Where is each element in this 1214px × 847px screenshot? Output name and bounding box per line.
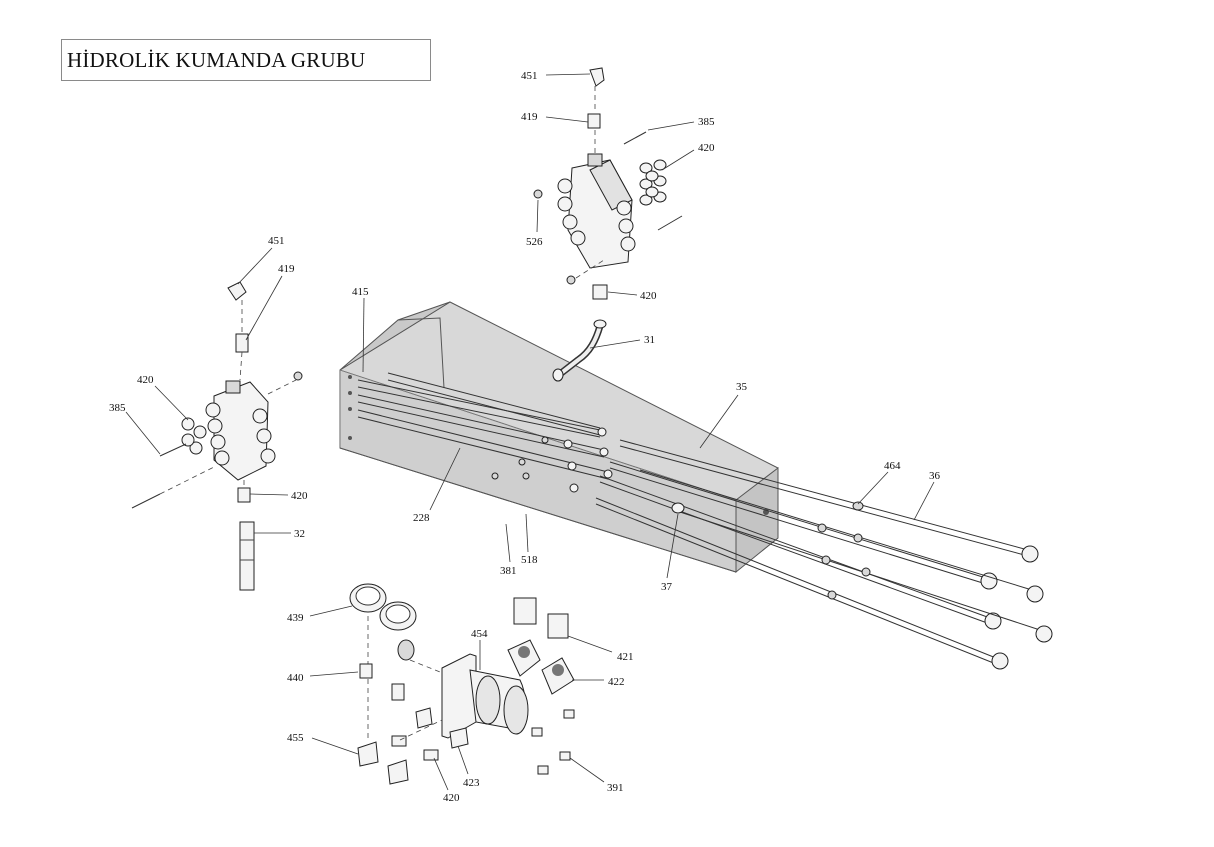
callout-420-leftlow: 420 [291,490,308,502]
callout-420-left: 420 [137,374,154,386]
callout-420-mid: 420 [640,290,657,302]
callout-31: 31 [644,334,655,346]
callout-526: 526 [526,236,543,248]
diagram-title: HİDROLİK KUMANDA GRUBU [67,48,366,72]
callout-35: 35 [736,381,748,393]
callout-464: 464 [884,460,901,472]
callout-385-top: 385 [698,116,715,128]
callout-440: 440 [287,672,304,684]
leader-lines [125,73,935,791]
callout-451-top: 451 [521,70,538,82]
callout-420-bottom: 420 [443,792,460,804]
title-box: HİDROLİK KUMANDA GRUBU [61,39,431,81]
callout-391: 391 [607,782,624,794]
left-valve-block [131,281,303,591]
console-housing [339,301,779,574]
lever-rods [595,439,1053,670]
inner-rods [357,372,613,493]
callout-36: 36 [929,470,941,482]
callout-labels: 451 419 385 420 526 420 31 451 419 420 3… [109,70,941,804]
callout-419-left: 419 [278,263,295,275]
callout-451-left: 451 [268,235,285,247]
callout-454: 454 [471,628,488,640]
callout-518: 518 [521,554,538,566]
callout-420-top: 420 [698,142,715,154]
callout-37: 37 [661,581,673,593]
hose-31 [552,319,607,382]
callout-228: 228 [413,512,430,524]
callout-419-top: 419 [521,111,538,123]
callout-421: 421 [617,651,634,663]
callout-423: 423 [463,777,480,789]
callout-422: 422 [608,676,625,688]
callout-32: 32 [294,528,305,540]
top-valve-block [533,67,683,300]
pump-group [349,583,575,785]
callout-439: 439 [287,612,304,624]
callout-455: 455 [287,732,304,744]
callout-415: 415 [352,286,369,298]
callout-381: 381 [500,565,517,577]
callout-385-left: 385 [109,402,126,414]
